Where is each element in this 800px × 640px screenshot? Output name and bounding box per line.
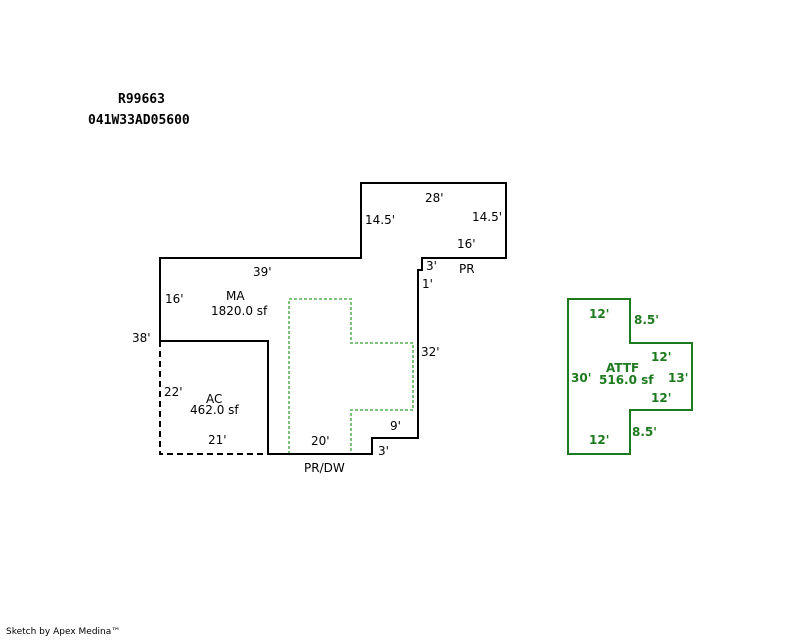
attf-outline — [567, 298, 693, 455]
porch-top-code: PR — [459, 262, 475, 276]
attf-dim-upper-right: 8.5' — [634, 313, 659, 327]
dim-step-upper: 16' — [457, 237, 476, 251]
ac-solid-edge — [160, 340, 269, 454]
ac-dashed-edge — [159, 341, 268, 455]
porch-dw-code: PR/DW — [304, 461, 345, 475]
porch-dw-outline — [288, 298, 414, 454]
dim-top-upper: 28' — [425, 191, 444, 205]
main-area-size: 1820.0 sf — [211, 304, 268, 318]
attf-dim-wing-top: 12' — [651, 350, 671, 364]
attf-dim-lower-right: 8.5' — [632, 425, 657, 439]
dim-right-upper: 14.5' — [472, 210, 502, 224]
dim-step-a: 3' — [426, 259, 437, 273]
footer-credit: Sketch by Apex Medina™ — [6, 627, 121, 637]
main-area-code: MA — [226, 289, 245, 303]
dim-right-side: 32' — [421, 345, 440, 359]
dim-notch-side: 3' — [378, 444, 389, 458]
attf-dim-wing-right: 13' — [668, 371, 688, 385]
attf-dim-left: 30' — [571, 371, 591, 385]
dim-step-b: 1' — [422, 277, 433, 291]
dim-left-side: 16' — [165, 292, 184, 306]
attf-size: 516.0 sf — [599, 373, 654, 387]
ac-code: AC — [206, 392, 222, 406]
parcel-id: R99663 — [118, 92, 165, 107]
ac-size: 462.0 sf — [190, 403, 239, 417]
dim-left-total: 38' — [132, 331, 151, 345]
map-number: 041W33AD05600 — [88, 113, 190, 128]
ac-dim-left: 22' — [164, 385, 183, 399]
dim-top-left: 39' — [253, 265, 272, 279]
attf-code: ATTF — [606, 361, 639, 375]
dim-left-upper: 14.5' — [365, 213, 395, 227]
ac-dim-bottom: 21' — [208, 433, 227, 447]
attf-dim-bottom: 12' — [589, 433, 609, 447]
main-area-outline — [159, 182, 507, 455]
attf-dim-top: 12' — [589, 307, 609, 321]
attf-dim-wing-bottom: 12' — [651, 391, 671, 405]
dim-bottom: 20' — [311, 434, 330, 448]
dim-notch-top: 9' — [390, 419, 401, 433]
